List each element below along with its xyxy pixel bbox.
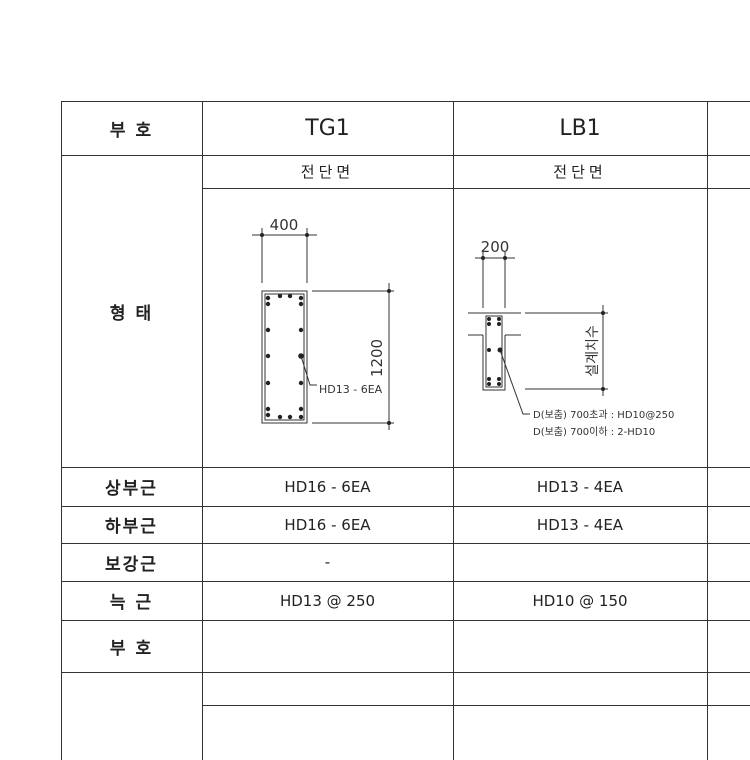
label-stirrup: 늑 근 <box>109 593 154 613</box>
section-label: 전단면 <box>553 163 607 181</box>
label-top-bar: 상부근 <box>105 479 158 499</box>
top-bar-value: HD13 - 4EA <box>536 477 624 496</box>
row-divider <box>61 467 750 468</box>
label-mark-2: 부 호 <box>109 638 154 659</box>
col-divider <box>202 101 203 760</box>
label-reinforce: 보강근 <box>105 554 158 575</box>
label-bottom-bar: 하부근 <box>105 517 158 537</box>
rebar-note-2: D(보춤) 700이하 : 2-HD10 <box>533 425 655 438</box>
row-divider <box>61 506 750 507</box>
height-dimension: 설계치수 <box>585 325 601 377</box>
height-dimension: 1200 <box>368 339 386 377</box>
stirrup-value: HD13 @ 250 <box>279 591 376 610</box>
beam-name: TG1 <box>305 115 350 141</box>
section-label: 전단면 <box>300 163 355 181</box>
width-dimension: 400 <box>270 216 299 234</box>
table-border <box>61 101 62 760</box>
tg1-section-drawing: 400 1200 HD13 - 6EA <box>252 216 394 430</box>
label-shape: 형 태 <box>109 303 154 324</box>
row-divider <box>61 155 750 156</box>
row-divider <box>202 188 750 189</box>
row-divider <box>61 672 750 673</box>
row-divider <box>202 705 750 706</box>
col-divider <box>707 101 708 760</box>
table-border <box>61 101 750 102</box>
lb1-section-drawing: 200 설계치수 D(보춤) 700초과 : HD10@250 D(보춤) 70… <box>468 238 674 438</box>
top-bar-value: HD16 - 6EA <box>284 477 371 496</box>
row-divider <box>61 543 750 544</box>
reinforce-value <box>453 543 707 581</box>
bottom-bar-value: HD13 - 4EA <box>536 515 624 534</box>
rebar-note: HD13 - 6EA <box>319 383 383 396</box>
bottom-bar-value: HD16 - 6EA <box>284 515 371 534</box>
stirrup-value: HD10 @ 150 <box>532 591 628 610</box>
width-dimension: 200 <box>481 238 510 256</box>
row-divider <box>61 620 750 621</box>
rebar-note-1: D(보춤) 700초과 : HD10@250 <box>533 409 674 421</box>
reinforce-value: - <box>324 553 331 571</box>
col-divider <box>453 101 454 760</box>
row-divider <box>61 581 750 582</box>
beam-name: LB1 <box>559 115 601 141</box>
label-mark: 부 호 <box>109 120 154 141</box>
